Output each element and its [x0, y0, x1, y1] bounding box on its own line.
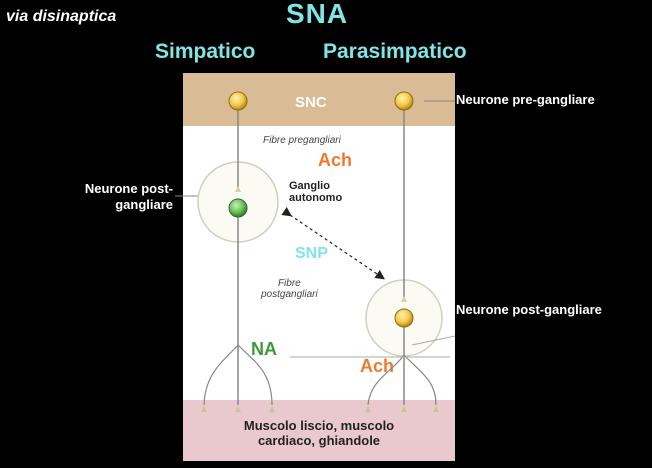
ganglion-label-line2: autonomo	[289, 192, 343, 204]
column-header-sympathetic: Simpatico	[155, 40, 256, 63]
parasympathetic-preganglionic-neuron	[394, 91, 414, 111]
parasympathetic-postganglionic-neuron	[394, 308, 414, 328]
ach-label-bottom: Ach	[360, 356, 395, 376]
diagram-title: SNA	[286, 0, 349, 29]
sympathetic-synapse-terminal	[235, 186, 241, 192]
effector-label-line2: cardiaco, ghiandole	[257, 433, 381, 448]
preganglionic-neuron-label: Neurone pre-gangliare	[456, 92, 595, 107]
post-left-line1: Neurone post-	[84, 181, 173, 196]
postganglionic-label-line1: Fibre	[277, 278, 301, 289]
preganglionic-fibers-label: Fibre pregangliari	[263, 135, 341, 146]
autonomic-ganglion-label: Ganglio autonomo	[289, 180, 342, 204]
na-label: NA	[251, 339, 277, 359]
parasympathetic-branch-left	[367, 354, 405, 406]
ganglion-label-line1: Ganglio	[289, 180, 330, 192]
ganglion-location-arrow	[281, 206, 385, 280]
ach-leader-line-2	[411, 335, 456, 346]
parasympathetic-branch-right	[403, 354, 437, 406]
sympathetic-postganglionic-neuron	[228, 198, 248, 218]
sympathetic-preganglionic-neuron	[228, 91, 248, 111]
postganglionic-neuron-label-left: Neurone post- gangliare	[40, 181, 173, 213]
subtitle: via disinaptica	[6, 8, 117, 25]
effector-band	[183, 400, 455, 461]
postganglionic-label-line2: postgangliari	[261, 289, 318, 300]
postganglionic-neuron-label-right: Neurone post-gangliare	[456, 302, 602, 317]
post-left-line2: gangliare	[115, 197, 173, 212]
postganglionic-fibers-label: Fibre postgangliari	[261, 278, 318, 300]
sympathetic-branch-right	[237, 344, 273, 406]
parasympathetic-synapse-terminal	[401, 296, 407, 302]
effector-label-line1: Muscolo liscio, muscolo	[243, 418, 395, 433]
column-header-parasympathetic: Parasimpatico	[323, 40, 467, 63]
ach-label-top: Ach	[318, 150, 353, 170]
cns-label: SNC	[295, 94, 327, 111]
effector-terminals	[201, 406, 439, 412]
sympathetic-branch-left	[203, 344, 239, 406]
effector-label: Muscolo liscio, muscolo cardiaco, ghiand…	[183, 418, 455, 448]
